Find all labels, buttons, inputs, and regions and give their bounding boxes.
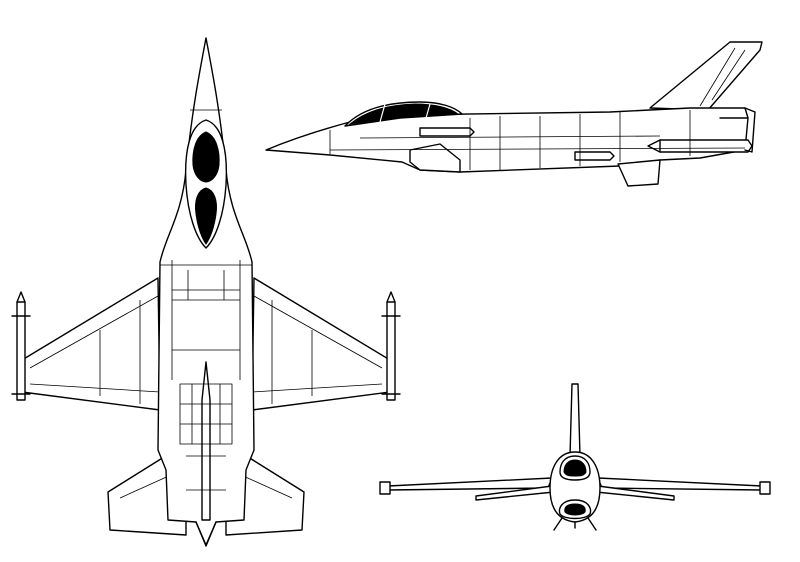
top-vertical-tail bbox=[201, 361, 211, 521]
left-wing bbox=[21, 277, 161, 411]
side-ventral-fin bbox=[617, 159, 661, 187]
top-view bbox=[11, 37, 401, 547]
right-wing bbox=[251, 277, 391, 411]
front-view bbox=[379, 383, 771, 531]
side-canopy-glass bbox=[348, 103, 460, 125]
left-wingtip-missile bbox=[16, 301, 26, 401]
side-vertical-tail bbox=[649, 41, 763, 111]
right-wingtip-missile bbox=[386, 301, 396, 401]
front-right-wing bbox=[597, 477, 763, 491]
front-left-missile bbox=[379, 481, 391, 495]
front-left-wing bbox=[387, 477, 553, 491]
side-intake bbox=[409, 143, 461, 173]
front-vertical-tail bbox=[569, 383, 581, 457]
front-right-missile bbox=[759, 481, 771, 495]
side-view bbox=[265, 41, 763, 187]
side-missile bbox=[659, 139, 753, 153]
top-canopy-glass bbox=[192, 131, 220, 183]
